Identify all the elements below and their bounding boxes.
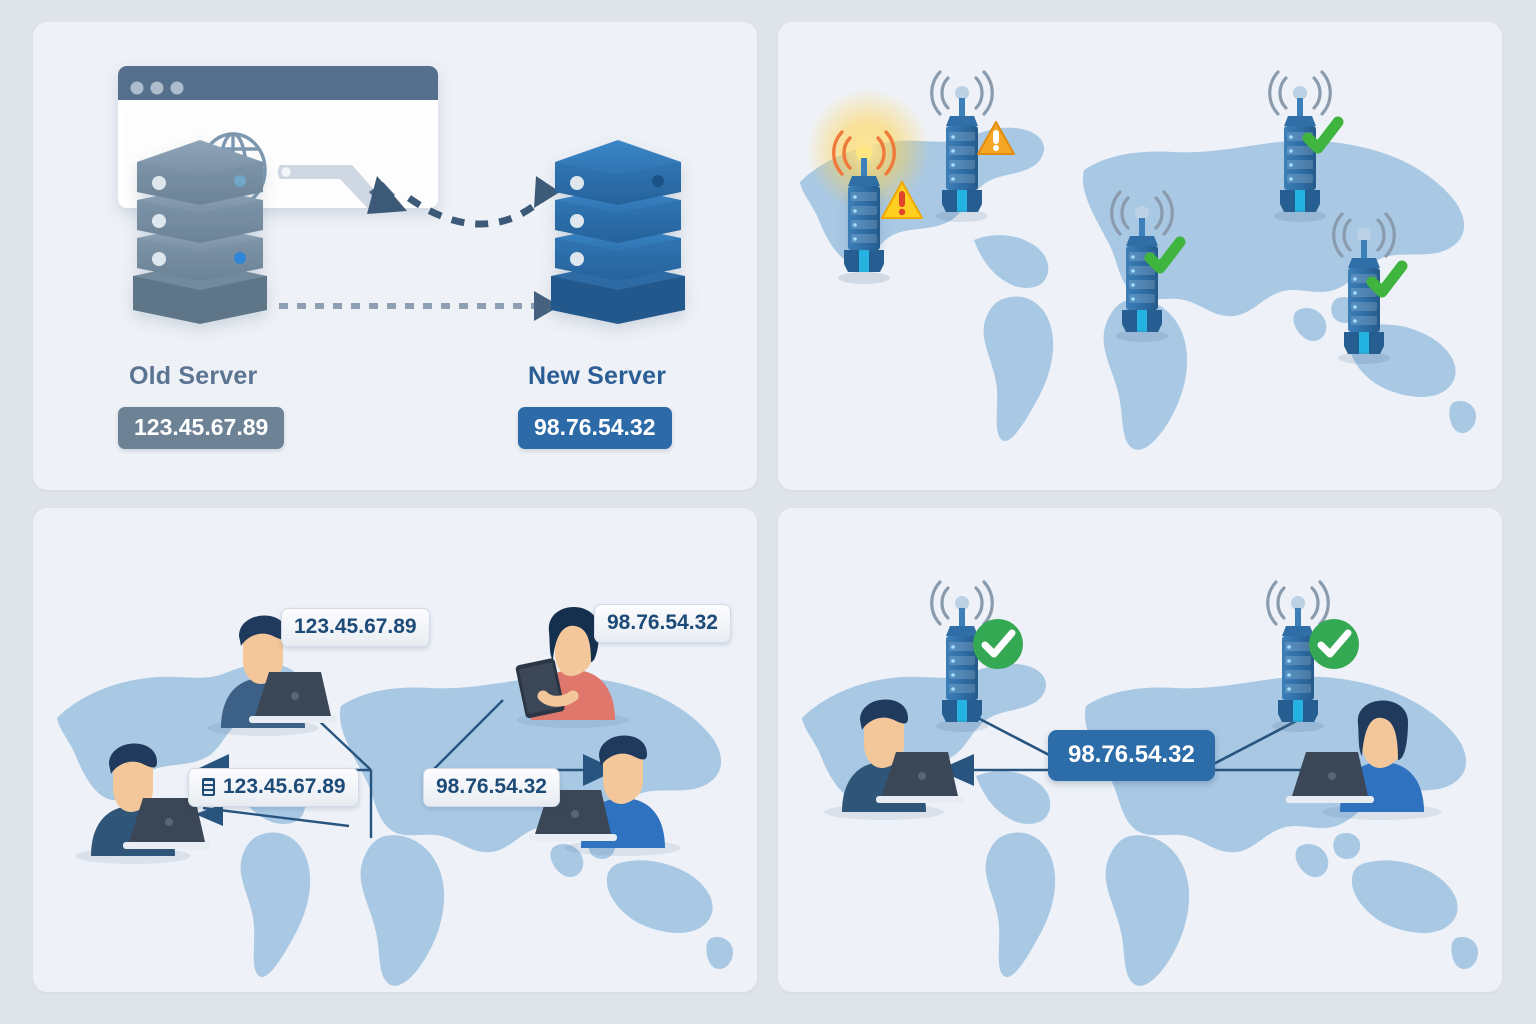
tower-north-america-warning xyxy=(930,70,1015,224)
ip-chip-new-top-text: 98.76.54.32 xyxy=(607,611,718,634)
ip-chip-old-bottom-text: 123.45.67.89 xyxy=(223,775,346,798)
tower-usa-warning-glowing xyxy=(806,88,930,284)
old-server-icon xyxy=(133,140,267,324)
window-dot-3 xyxy=(170,81,184,95)
user-bottom-left-laptop xyxy=(75,743,211,864)
warning-triangle-icon xyxy=(977,121,1015,155)
old-server-label: Old Server xyxy=(129,362,258,390)
old-server-ip-badge: 123.45.67.89 xyxy=(118,407,285,449)
browser-to-new-server-arrow xyxy=(406,176,560,228)
ip-chip-old-bottom: 123.45.67.89 xyxy=(188,768,359,807)
ip-chip-new-bottom-text: 98.76.54.32 xyxy=(436,775,547,798)
device-icon xyxy=(202,778,215,796)
arrow-right xyxy=(583,754,617,786)
old-server-led-1 xyxy=(152,176,166,190)
new-server-led-2 xyxy=(570,214,584,228)
new-server-led-1 xyxy=(570,176,584,190)
ip-chip-new-top: 98.76.54.32 xyxy=(594,604,731,643)
panel-migration: Old Server 123.45.67.89 New Server 98.76… xyxy=(33,22,757,490)
new-server-label: New Server xyxy=(528,362,667,390)
panel-converged-graphics xyxy=(802,580,1478,986)
ip-chip-unified-text: 98.76.54.32 xyxy=(1068,741,1195,768)
new-server-icon xyxy=(551,140,685,324)
window-dot-1 xyxy=(130,81,144,95)
panel-migration-graphics xyxy=(118,66,685,324)
new-server-ip-badge: 98.76.54.32 xyxy=(518,407,672,449)
panel-mixed-resolution: 123.45.67.89 98.76.54.32 123.45.67.89 98… xyxy=(33,508,757,992)
window-dot-2 xyxy=(150,81,164,95)
new-server-led-3 xyxy=(570,252,584,266)
arrow-pointer-icon xyxy=(277,165,407,214)
panel-mixed-resolution-graphics xyxy=(57,606,733,986)
panel-dns-propagation xyxy=(778,22,1502,490)
user-left-laptop xyxy=(824,699,964,820)
ip-chip-old-top: 123.45.67.89 xyxy=(281,608,430,647)
check-icon xyxy=(973,619,1023,669)
old-server-to-new-server-arrow xyxy=(279,291,560,321)
old-server-led-3 xyxy=(152,252,166,266)
old-server-led-2 xyxy=(152,214,166,228)
ip-chip-unified: 98.76.54.32 xyxy=(1048,730,1215,781)
user-right-laptop xyxy=(1286,700,1442,820)
user-top-right-tablet xyxy=(515,606,629,728)
tower-right-ok xyxy=(1266,580,1359,734)
user-bottom-right-laptop xyxy=(529,735,681,856)
ip-chip-new-bottom: 98.76.54.32 xyxy=(423,768,560,807)
tower-left-ok xyxy=(930,580,1023,734)
panel-converged: 98.76.54.32 xyxy=(778,508,1502,992)
arrow-left-lower xyxy=(195,804,223,826)
check-icon xyxy=(1309,619,1359,669)
ip-chip-old-top-text: 123.45.67.89 xyxy=(294,615,417,638)
arrow-left xyxy=(938,754,974,786)
panel-dns-propagation-graphics xyxy=(800,70,1476,450)
warning-triangle-icon xyxy=(881,181,923,219)
